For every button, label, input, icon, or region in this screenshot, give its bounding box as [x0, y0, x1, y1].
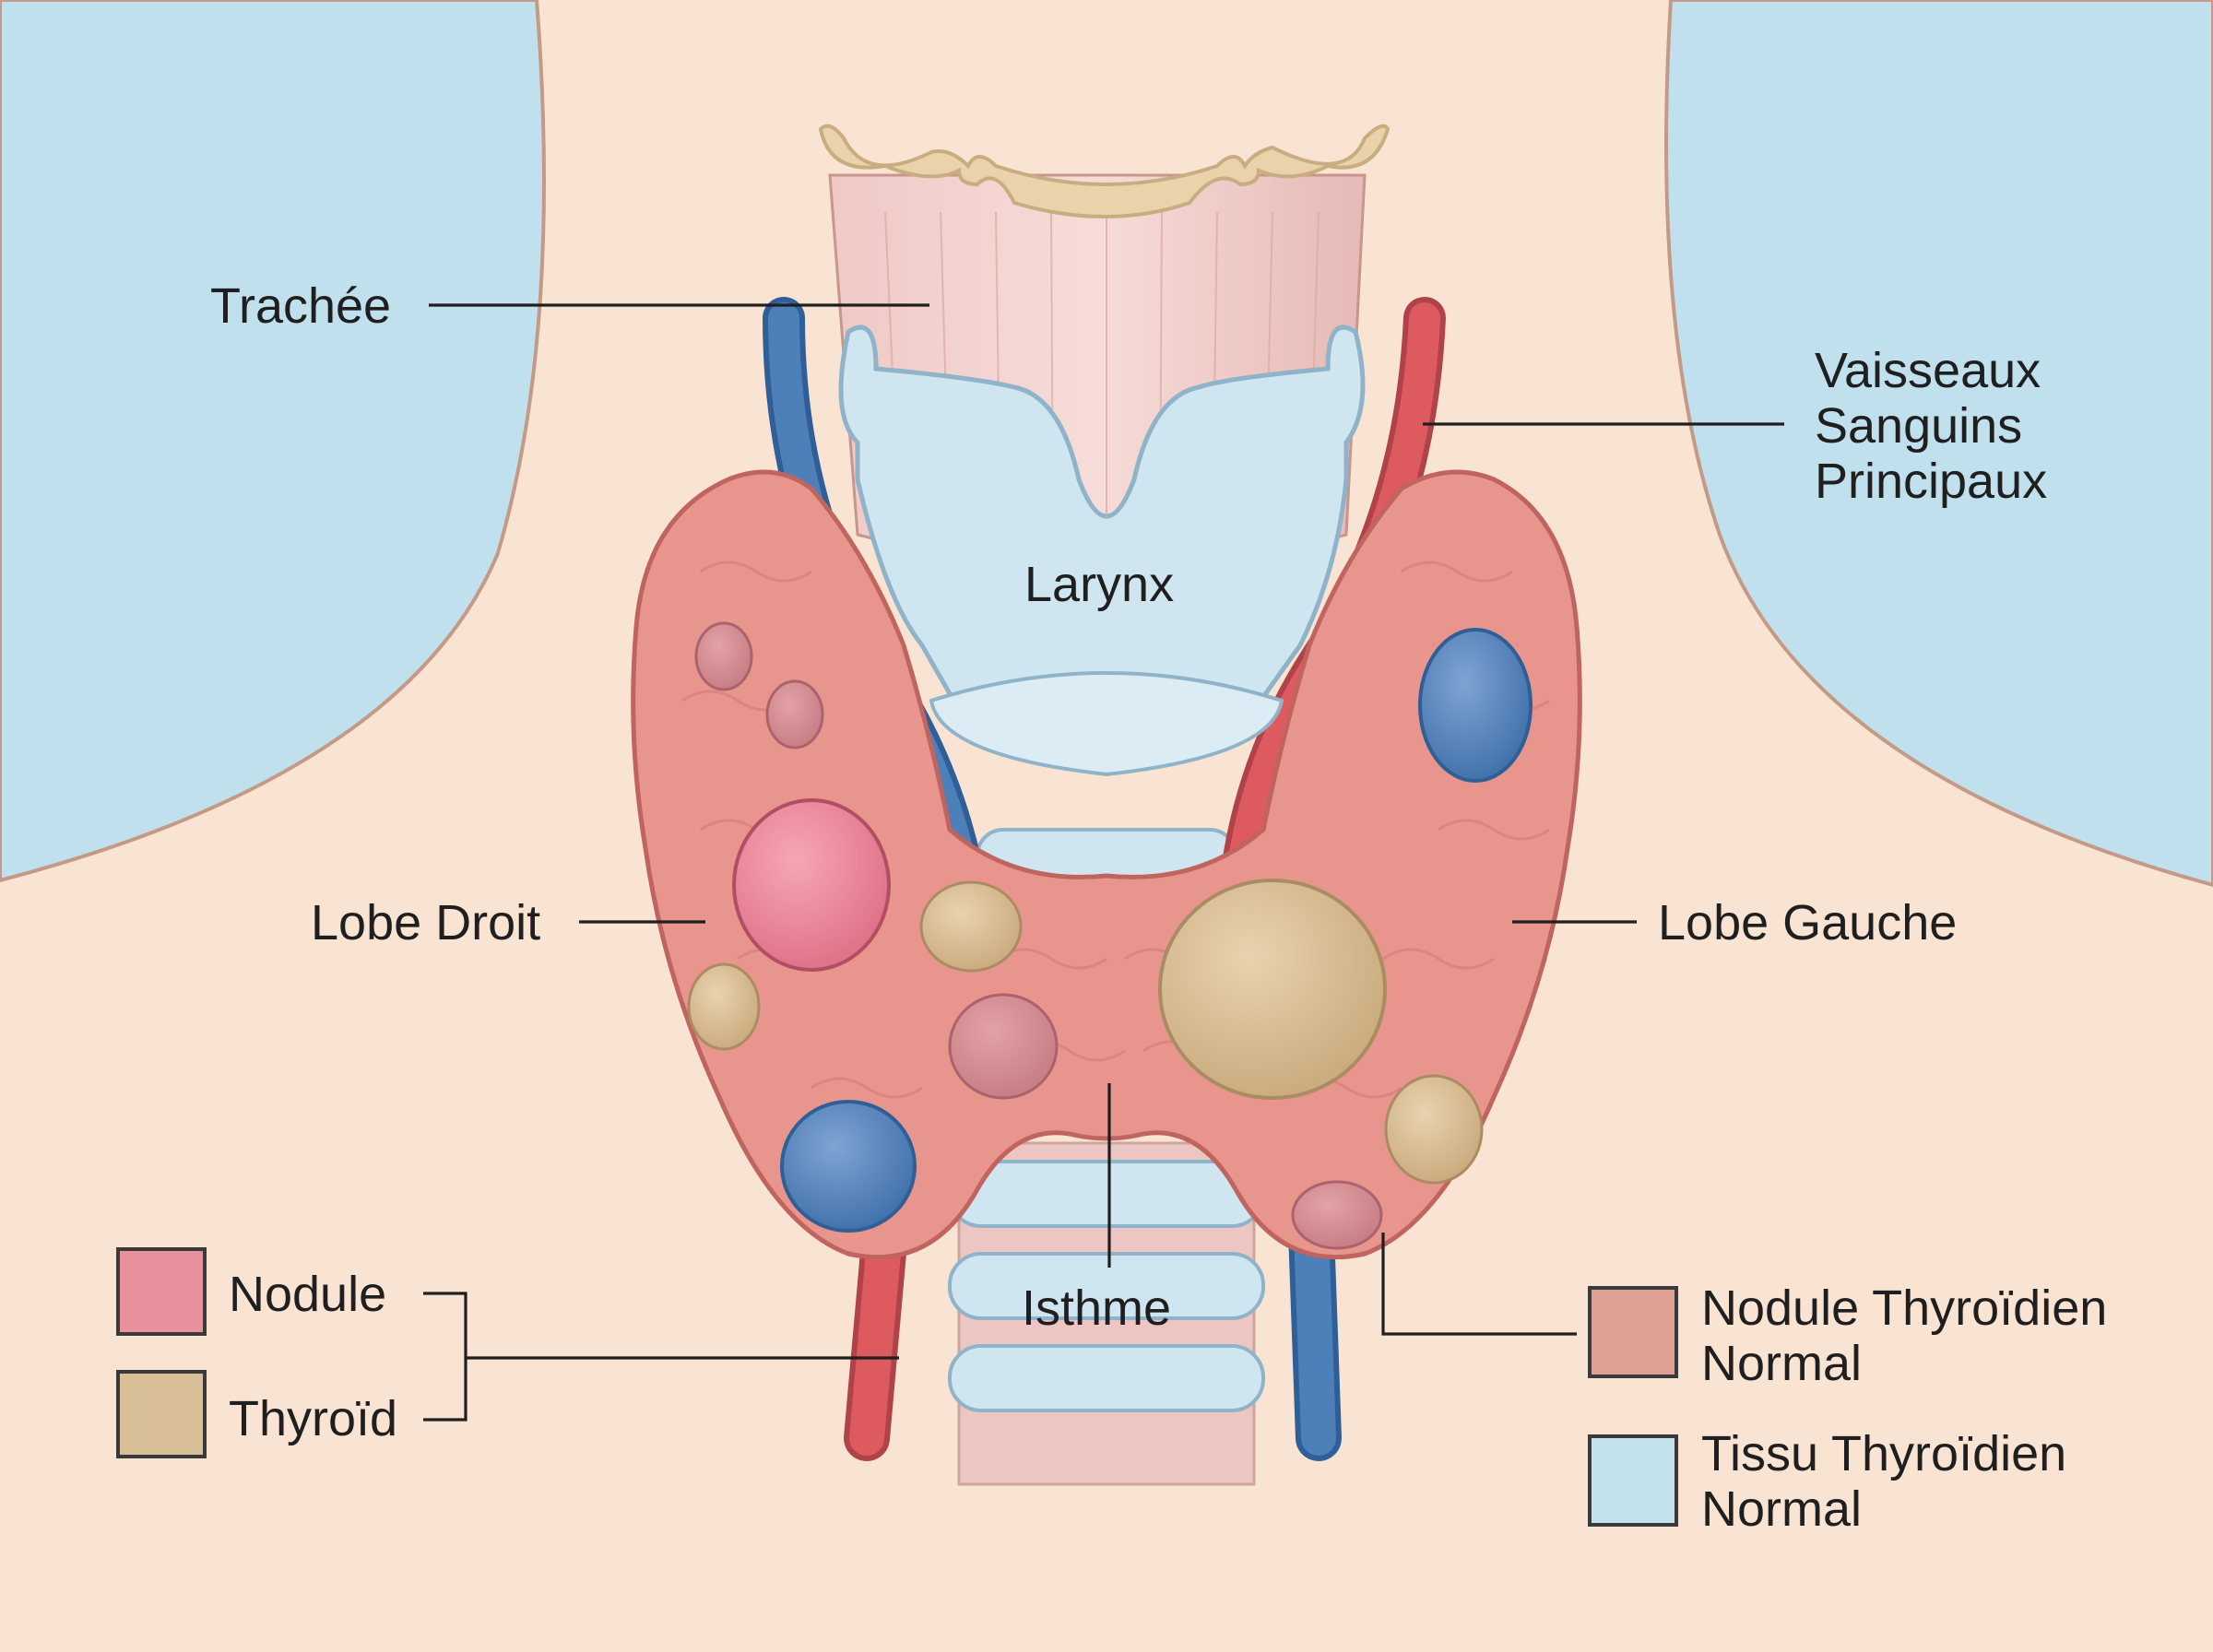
legend-swatch-normal-nodule [1588, 1286, 1678, 1378]
legend-swatch-nodule [116, 1247, 207, 1336]
legend-label-nodule: Nodule [229, 1267, 386, 1322]
nodule-tan-small [919, 880, 1023, 973]
nodule-mauve-left-small [1291, 1180, 1383, 1250]
label-left-lobe: Lobe Gauche [1658, 895, 1957, 950]
left-shoulder-region [0, 0, 546, 883]
hyoid-bone [818, 124, 1391, 218]
nodule-blue-right [780, 1100, 917, 1233]
legend-label-normal-nodule-line1: Nodule Thyroïdien [1701, 1280, 2107, 1336]
nodule-mauve-mid [948, 993, 1059, 1100]
legend-right: Nodule Thyroïdien Normal Tissu Thyroïdie… [1588, 1280, 2107, 1537]
nodule-blue-left [1418, 628, 1533, 783]
larynx [838, 324, 1366, 713]
nodule-pink-large [732, 798, 891, 972]
label-vessels-line2: Sanguins [1815, 398, 2022, 454]
legend-label-normal-tissue-line2: Normal [1701, 1481, 1862, 1537]
legend-label-normal-nodule-line2: Normal [1701, 1336, 1862, 1391]
label-larynx: Larynx [1024, 557, 1174, 612]
legend-swatch-normal-tissue [1588, 1434, 1678, 1527]
lower-trachea [948, 828, 1265, 1486]
label-vessels-line1: Vaisseaux [1815, 343, 2041, 398]
nodule-tan-left-small [1384, 1074, 1484, 1185]
legend-label-normal-tissue-line1: Tissu Thyroïdien [1701, 1426, 2066, 1481]
nodule-tan-small-2 [687, 962, 761, 1051]
right-shoulder-region [1664, 0, 2213, 888]
legend-left: Nodule Thyroïd [116, 1247, 397, 1458]
nodules [687, 621, 1533, 1250]
nodule-mauve-small [694, 621, 753, 691]
leader-lines [423, 303, 1784, 1422]
nodule-tan-large [1158, 879, 1387, 1100]
label-trachea: Trachée [210, 278, 391, 334]
label-right-lobe: Lobe Droit [311, 895, 540, 950]
legend-label-thyroid: Thyroïd [229, 1391, 397, 1446]
label-isthmus: Isthme [1022, 1280, 1171, 1336]
nodule-mauve-small-2 [765, 679, 824, 749]
label-vessels-line3: Principaux [1815, 454, 2047, 509]
cricoid-ring [929, 671, 1284, 777]
legend-swatch-thyroid [116, 1370, 207, 1458]
